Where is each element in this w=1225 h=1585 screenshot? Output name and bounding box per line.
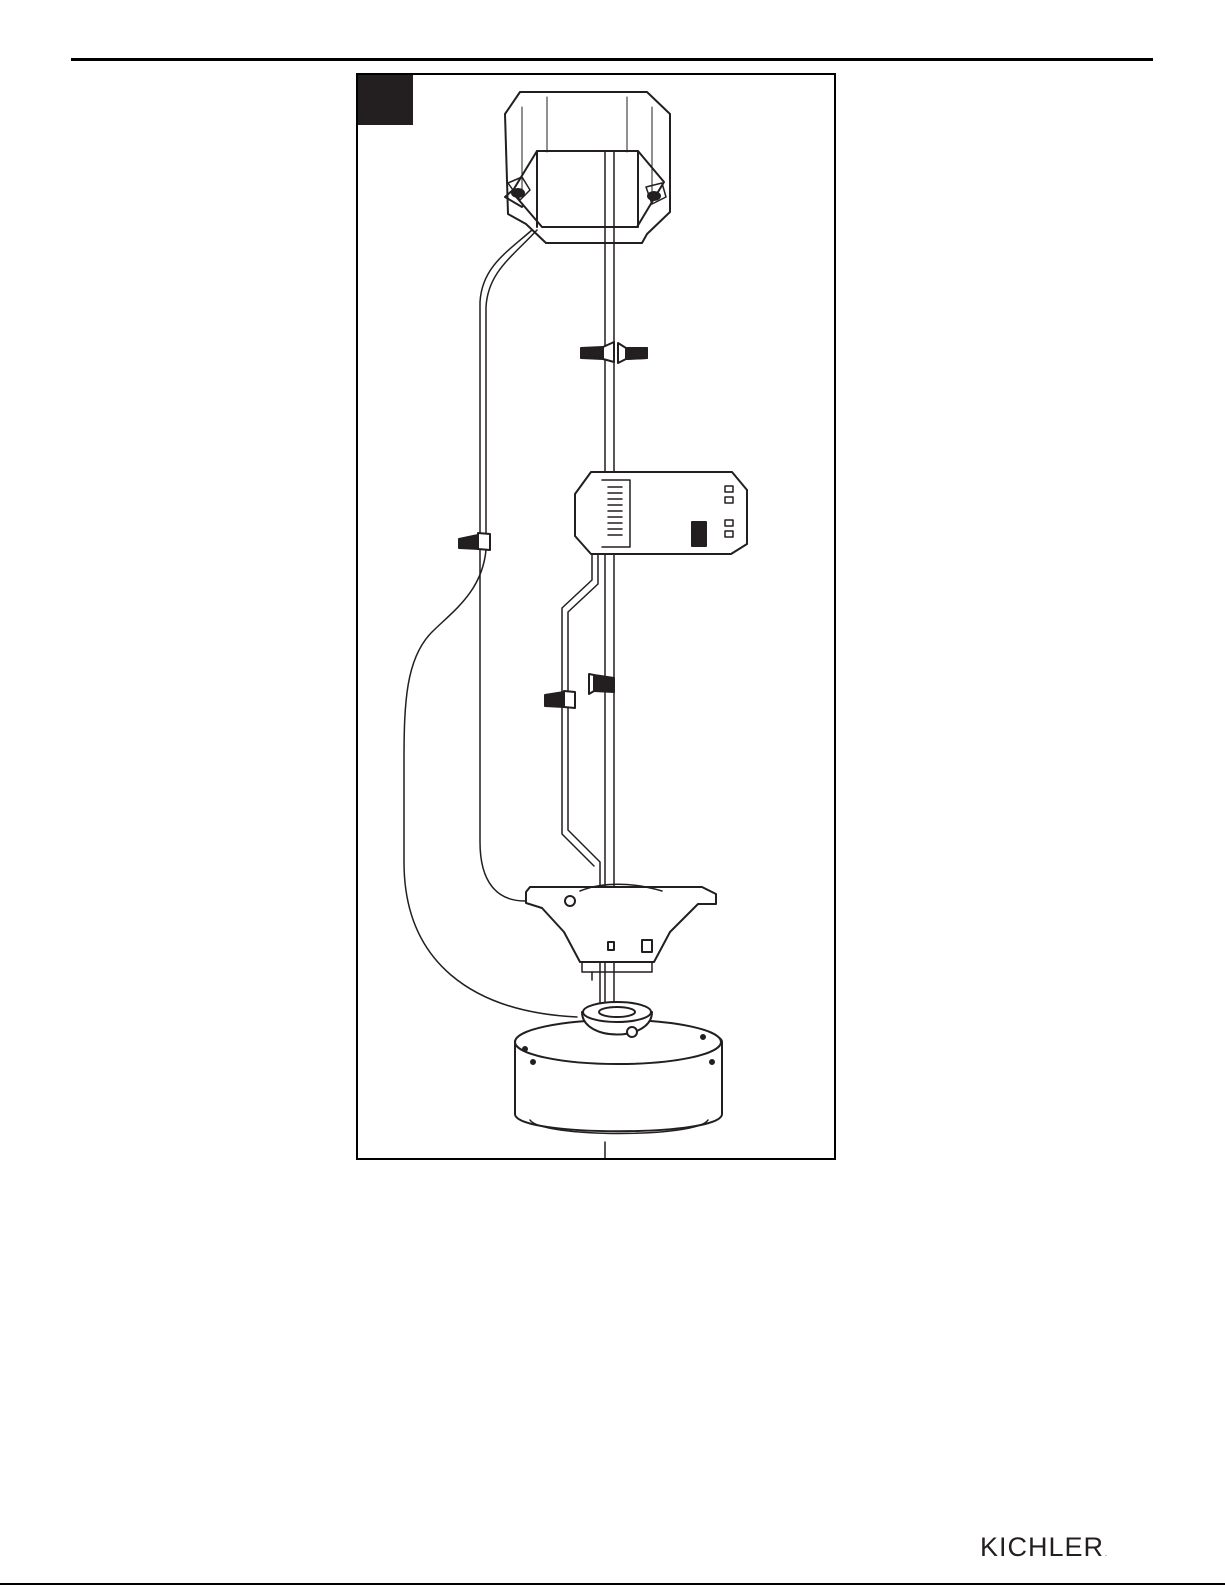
wire-connector-left [459,533,490,550]
wire-connector [581,342,647,363]
receiver [575,472,747,554]
step-tab [358,75,413,125]
wire-connector-lower [545,674,614,708]
installation-figure [356,73,836,1160]
wiring-diagram [358,75,834,1158]
ground-wire [404,550,577,1017]
canopy [515,1002,722,1158]
brand-name: KICHLER [980,1532,1104,1562]
outlet-box [505,92,670,243]
header-rule [71,58,1153,61]
brand-logo: KICHLER. [980,1532,1108,1563]
brand-mark: . [1105,1551,1108,1558]
mounting-bracket [526,884,716,980]
